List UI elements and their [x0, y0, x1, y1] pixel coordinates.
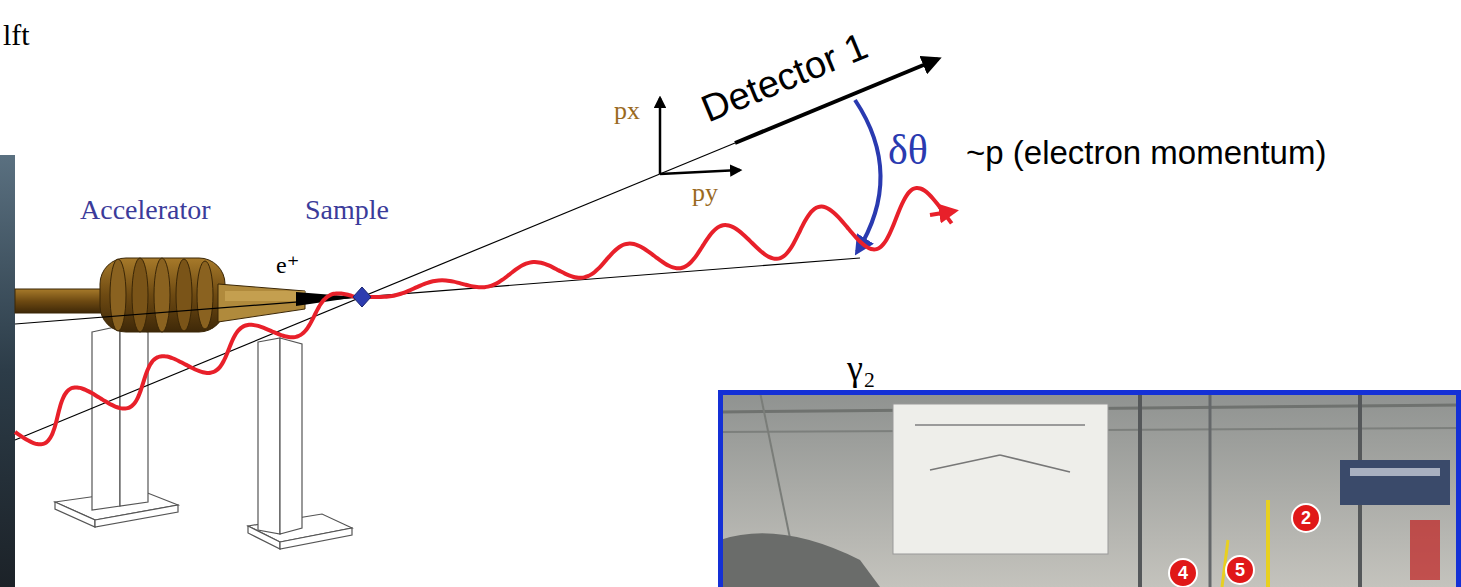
- accelerator: [15, 258, 358, 332]
- callout-number: 4: [1168, 558, 1198, 587]
- wave-outgoing: [362, 188, 952, 297]
- callout-number: 5: [1225, 555, 1255, 585]
- wave-incoming: [15, 293, 361, 444]
- px-axis: [659, 98, 662, 174]
- inset-heading: γ₂: [847, 349, 875, 389]
- detector-name: Detector 1: [695, 24, 874, 131]
- part-name: Sample: [305, 194, 389, 226]
- axis-label: py: [692, 178, 718, 208]
- axis-label: px: [614, 96, 640, 126]
- cropped-text: lft: [3, 18, 30, 53]
- part-name: Accelerator: [80, 194, 211, 226]
- sample-diamond: [353, 287, 371, 307]
- stand: [248, 338, 352, 549]
- angle-label: δθ: [888, 126, 928, 174]
- particle-symbol: e⁺: [276, 252, 299, 280]
- photo-inset: γ₂245: [718, 390, 1461, 587]
- detector-axis-line: [15, 143, 735, 440]
- photo-strip: [0, 155, 15, 587]
- callout-text: 5: [1235, 561, 1245, 579]
- momentum-note: ~p (electron momentum): [966, 134, 1326, 172]
- wave-arrowhead: [930, 211, 955, 215]
- angle-arc: [855, 100, 881, 252]
- py-axis: [660, 170, 740, 174]
- callout-text: 4: [1178, 564, 1188, 582]
- hall-photo: [720, 392, 1461, 587]
- callout-number: 2: [1291, 503, 1321, 533]
- beam-axis-line: [15, 258, 860, 324]
- callout-text: 2: [1301, 509, 1311, 527]
